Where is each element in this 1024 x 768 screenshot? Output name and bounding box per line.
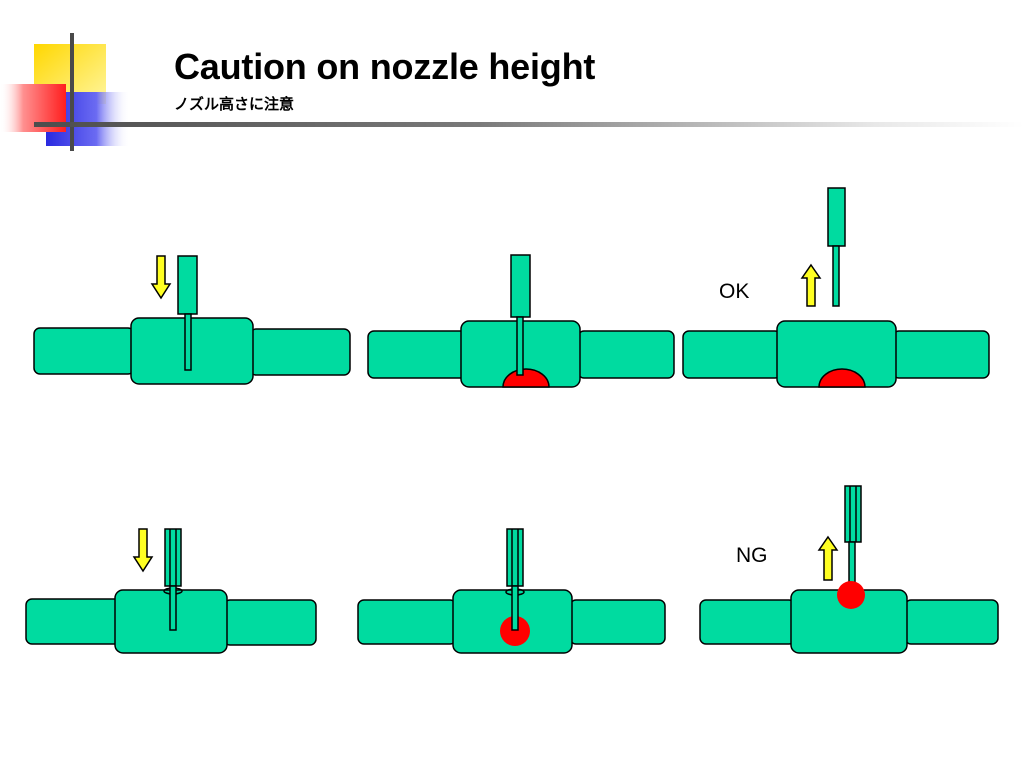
nozzle-tip bbox=[169, 585, 177, 631]
center-body bbox=[130, 317, 254, 385]
adhesive-dot bbox=[500, 616, 530, 646]
title-divider bbox=[34, 122, 1024, 127]
left-pad bbox=[367, 330, 467, 379]
right-pad bbox=[249, 328, 351, 376]
step-ok-2-dispensing bbox=[367, 254, 675, 388]
down-arrow-icon bbox=[150, 255, 172, 300]
right-pad bbox=[223, 599, 317, 646]
right-pad bbox=[577, 330, 675, 379]
logo-decoration bbox=[0, 33, 130, 151]
step-ng-3-nozzle-lifted bbox=[699, 485, 999, 654]
adhesive-dot bbox=[837, 581, 865, 609]
step-ng-2-dispensing bbox=[357, 528, 666, 654]
nozzle-body bbox=[827, 187, 846, 247]
ng-label: NG bbox=[736, 544, 768, 567]
nozzle-tip bbox=[832, 245, 840, 307]
nozzle-tip bbox=[511, 585, 519, 631]
left-pad bbox=[33, 327, 135, 375]
right-pad bbox=[892, 330, 990, 379]
left-pad bbox=[699, 599, 796, 645]
right-pad bbox=[904, 599, 999, 645]
nozzle-body bbox=[164, 528, 182, 587]
right-pad bbox=[569, 599, 666, 645]
nozzle-tip bbox=[184, 313, 192, 371]
page-subtitle: ノズル高さに注意 bbox=[174, 95, 295, 113]
up-arrow-icon bbox=[817, 535, 839, 581]
page-title: Caution on nozzle height bbox=[174, 46, 596, 87]
nozzle-body bbox=[177, 255, 198, 315]
left-pad bbox=[682, 330, 782, 379]
adhesive-dot bbox=[502, 368, 550, 388]
step-ok-3-nozzle-lifted bbox=[682, 187, 990, 388]
left-pad bbox=[357, 599, 457, 645]
nozzle-body bbox=[844, 485, 862, 543]
up-arrow-icon bbox=[800, 263, 822, 307]
down-arrow-icon bbox=[132, 528, 154, 573]
nozzle-body bbox=[506, 528, 524, 587]
left-pad bbox=[25, 598, 121, 645]
nozzle-tip bbox=[848, 541, 856, 587]
adhesive-dot bbox=[818, 368, 866, 388]
nozzle-tip bbox=[516, 316, 524, 376]
step-ng-1-nozzle-descending bbox=[25, 528, 317, 654]
step-ok-1-nozzle-descending bbox=[33, 255, 351, 385]
nozzle-body bbox=[510, 254, 531, 318]
ok-label: OK bbox=[719, 280, 749, 303]
